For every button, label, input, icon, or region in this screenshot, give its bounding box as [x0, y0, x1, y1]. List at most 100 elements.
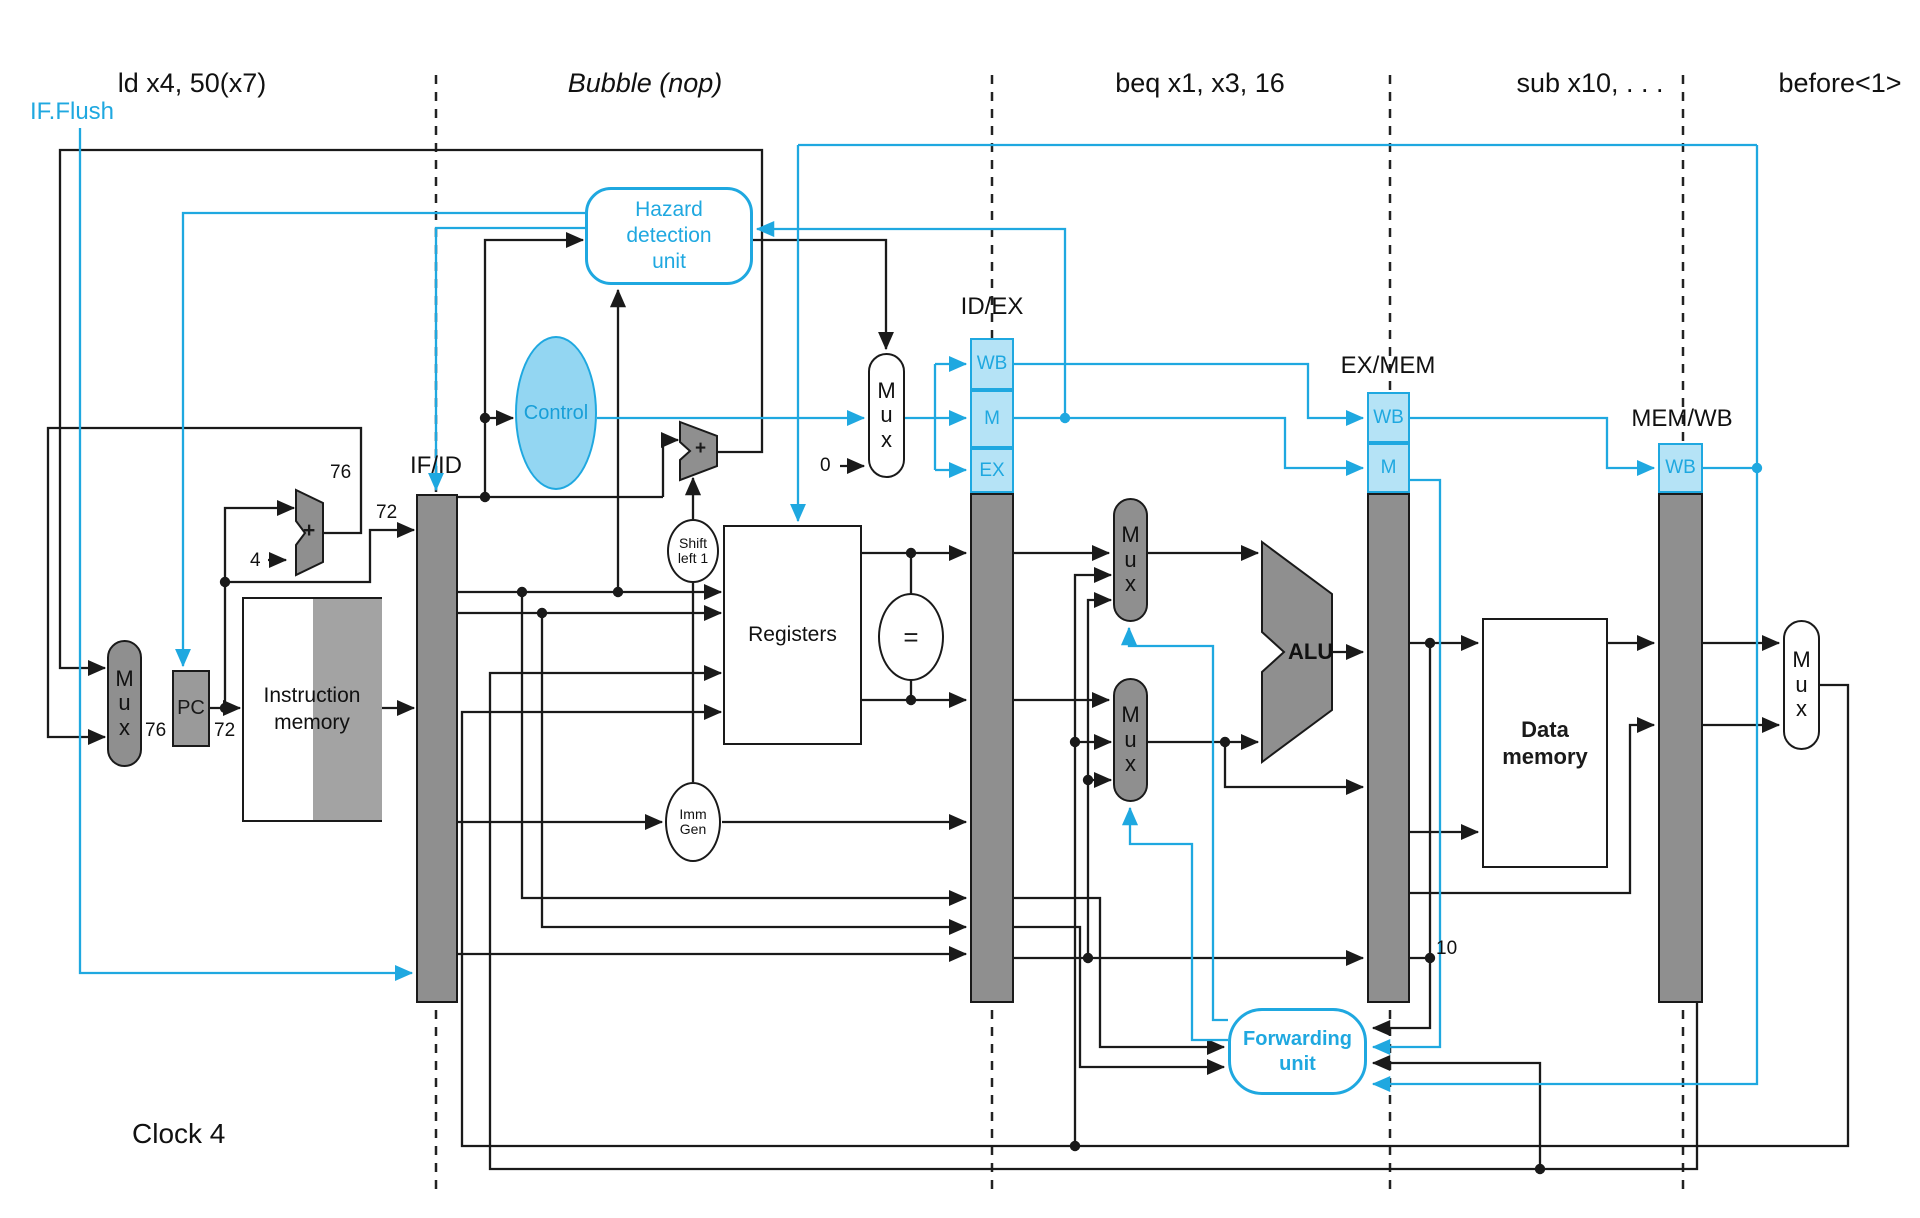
forwarding-line2: unit [1279, 1052, 1316, 1075]
signal-wire-data [1371, 1054, 1542, 1169]
exmem-register [1367, 493, 1410, 1003]
signal-wire-control [427, 226, 585, 492]
value-ifid-pc-72: 72 [376, 502, 398, 523]
signal-wire-data [753, 238, 895, 351]
alu-adder-shape [1261, 540, 1333, 764]
memwb-register [1658, 493, 1703, 1003]
idex-register [970, 493, 1014, 1003]
signal-wire-data [1410, 716, 1656, 895]
wire-junction-dot [219, 576, 231, 588]
instruction-memory-used-shade [313, 599, 382, 820]
instr-label-bubble: Bubble (nop) [567, 68, 723, 98]
shift-line2: left 1 [677, 550, 709, 566]
instr-label-sub: sub x10, . . . [1516, 68, 1664, 98]
pc-register: PC [172, 670, 210, 747]
wire-junction-dot [1534, 1163, 1546, 1175]
wire-junction-dot [479, 412, 491, 424]
wire-junction-dot [516, 586, 528, 598]
signal-wire-data [660, 431, 680, 497]
signal-wire-data [483, 231, 585, 497]
data-memory-line2: memory [1502, 744, 1588, 769]
shift-line1: Shift [678, 534, 707, 551]
forwarding-unit: Forwarding unit [1228, 1008, 1367, 1095]
alu-src-b-mux: Mux [1113, 678, 1148, 802]
hazard-line2: detection [626, 223, 712, 247]
alu-adder-shape [679, 420, 718, 482]
idex-m-section: M [970, 390, 1014, 448]
alu-adder-shape [295, 488, 324, 577]
hazard-line3: unit [652, 250, 686, 274]
value-ten: 10 [1436, 938, 1458, 959]
signal-wire-data [1086, 591, 1113, 958]
pc-src-mux: Mux [107, 640, 142, 767]
wire-junction-dot [1069, 736, 1081, 748]
wire-junction-dot [905, 547, 917, 559]
instruction-memory-line2: memory [274, 710, 350, 734]
instr-label-before: before<1> [1778, 68, 1902, 98]
exmem-label: EX/MEM [1340, 352, 1436, 379]
signal-wire-data [1014, 896, 1226, 1056]
exmem-wb-section: WB [1367, 392, 1410, 443]
wire-junction-dot [612, 586, 624, 598]
wire-junction-dot [1082, 952, 1094, 964]
value-zero: 0 [820, 455, 831, 476]
if-flush-label: IF.Flush [30, 98, 115, 125]
equality-comparator: = [878, 593, 944, 681]
imm-gen: Imm Gen [665, 782, 721, 862]
signal-wire-control [1410, 416, 1656, 477]
forwarding-line1: Forwarding [1243, 1027, 1352, 1050]
value-mux-out-76: 76 [145, 720, 167, 741]
immgen-line2: Gen [679, 821, 707, 837]
instruction-memory-line1: Instruction [263, 684, 361, 708]
wire-junction-dot [1751, 462, 1763, 474]
signal-wire-data [1223, 742, 1365, 796]
alu-label: ALU [1288, 639, 1334, 664]
signal-wire-data [1073, 566, 1113, 1146]
control-unit: Control [515, 336, 597, 490]
value-pc-out-72: 72 [214, 720, 236, 741]
signal-wire-control [1371, 478, 1442, 1056]
exmem-m-section: M [1367, 443, 1410, 493]
clock-label: Clock 4 [132, 1118, 226, 1149]
wire-junction-dot [1424, 952, 1436, 964]
instruction-memory: Instruction memory [242, 597, 382, 822]
instr-label-beq: beq x1, x3, 16 [1115, 68, 1285, 98]
memwb-wb-section: WB [1658, 443, 1703, 493]
signal-wire-control [755, 220, 1067, 418]
signal-wire-control [1014, 362, 1365, 427]
signal-wire-data [223, 499, 296, 708]
wire-junction-dot [219, 702, 231, 714]
data-memory: Data memory [1482, 618, 1608, 868]
value-pc-plus4: 76 [330, 462, 352, 483]
signal-wire-data [540, 613, 968, 936]
wire-junction-dot [1069, 1140, 1081, 1152]
signal-wire-data [1014, 925, 1226, 1076]
immgen-line1: Imm [679, 805, 707, 822]
signal-wire-control [78, 128, 414, 982]
signal-wire-data [46, 426, 363, 746]
branch-adder-plus: + [695, 438, 707, 459]
idex-ex-section: EX [970, 448, 1014, 493]
hazard-detection-unit: Hazard detection unit [585, 187, 753, 285]
signal-wire-data [58, 148, 764, 677]
signal-wire-control [1371, 145, 1759, 1093]
signal-wire-data [225, 521, 416, 584]
signal-wire-control [1014, 416, 1365, 477]
idex-label: ID/EX [960, 293, 1024, 320]
value-four: 4 [250, 550, 261, 571]
pc-adder-plus: + [303, 519, 316, 542]
wire-junction-dot [905, 694, 917, 706]
data-memory-line1: Data [1521, 716, 1569, 742]
signal-wire-data [488, 664, 1699, 1171]
signal-wire-control [1120, 626, 1228, 1022]
pc-label: PC [177, 697, 205, 719]
control-label: Control [523, 402, 589, 424]
wire-junction-dot [1082, 774, 1094, 786]
wb-mux: Mux [1783, 620, 1820, 750]
idex-wb-section: WB [970, 338, 1014, 390]
wire-junction-dot [479, 491, 491, 503]
wire-junction-dot [1219, 736, 1231, 748]
instr-label-ld: ld x4, 50(x7) [117, 68, 267, 98]
